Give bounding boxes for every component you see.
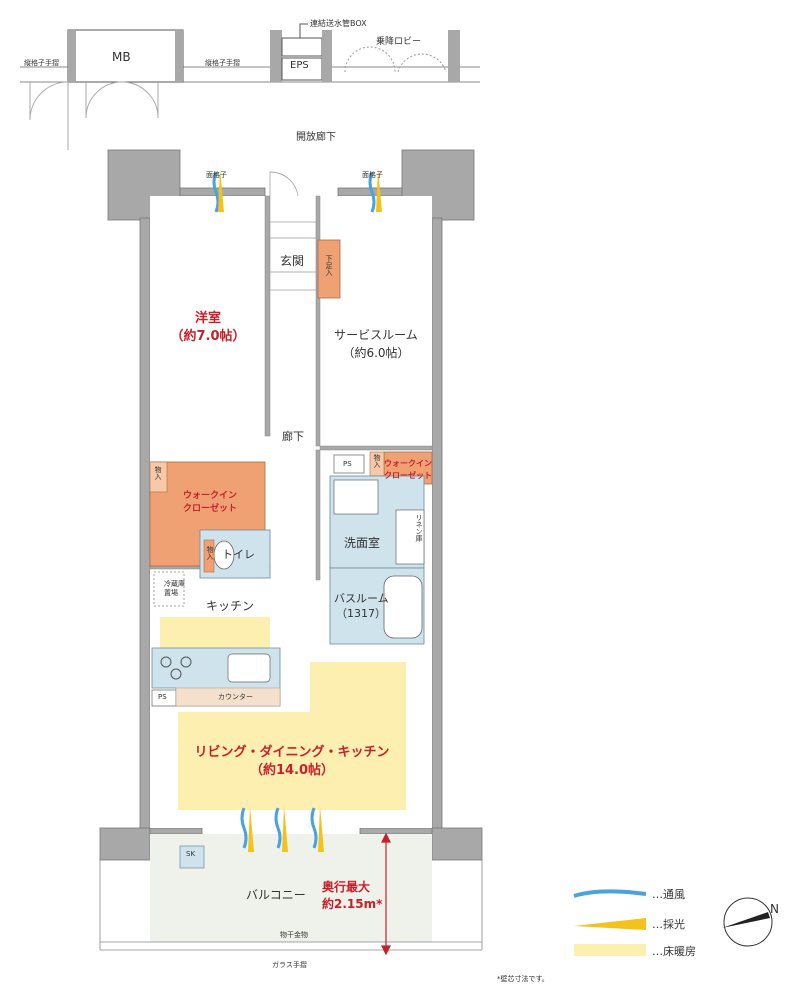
floor-heating-zones [160, 617, 406, 810]
sk-sink [179, 845, 205, 869]
corridor-label: 廊下 [282, 430, 304, 443]
western-room-size: （約7.0帖） [170, 329, 246, 344]
balcony-label: バルコニー [246, 888, 306, 902]
service-room-name: サービスルーム [334, 328, 418, 342]
shoe-cabinet [317, 239, 341, 299]
shoe-cabinet-label: 下足入 [325, 255, 333, 276]
depth-value: 約2.15m* [322, 897, 383, 911]
toilet-label: トイレ [222, 548, 255, 561]
storage-left-label: 物入 [154, 466, 162, 480]
bathtub [383, 575, 423, 639]
toilet-storage-label: 物入 [206, 546, 214, 560]
western-room-name: 洋室 [194, 311, 221, 326]
ventilation-arrows [212, 168, 382, 852]
lattice-right-label: 面格子 [362, 171, 383, 179]
ps1-label: PS [343, 460, 352, 468]
counter-label: カウンター [218, 693, 253, 701]
lattice-left-label: 面格子 [206, 171, 227, 179]
storage-wash-top-label: 物入 [373, 454, 381, 468]
stove-icon [160, 656, 192, 680]
legend-floor-heating: …床暖房 [652, 945, 696, 958]
mb-label: MB [112, 50, 131, 64]
legend-wind: …通風 [652, 888, 685, 901]
counter-top [175, 687, 281, 707]
kitchen-label: キッチン [206, 599, 255, 613]
ldk-name: リビング・ダイニング・キッチン [194, 745, 390, 760]
railing-left-label: 縦格子手摺 [24, 59, 59, 67]
linen-storage [395, 509, 425, 565]
wic2-line1: ウォークイン [384, 459, 432, 468]
lobby-label: 乗降ロビー [376, 37, 422, 47]
entrance-label: 玄関 [280, 254, 305, 268]
sink [227, 653, 271, 683]
bathroom-name: バスルーム [334, 592, 389, 605]
washroom-label: 洗面室 [344, 536, 381, 550]
depth-arrow [381, 832, 391, 956]
entrance-area [269, 171, 317, 291]
eps-label: EPS [290, 60, 309, 71]
washing-machine [333, 479, 379, 515]
bathroom-size: （1317） [336, 607, 386, 620]
pipe-box-label: 連結送水管BOX [310, 19, 367, 28]
fridge-label: 冷蔵庫置場 [164, 580, 185, 597]
service-room-size: （約6.0帖） [342, 346, 410, 360]
ps-box-1 [333, 454, 365, 474]
wic2-line2: クローゼット [384, 471, 432, 480]
common-area [20, 23, 480, 150]
glass-railing-label: ガラス手摺 [272, 961, 307, 969]
balcony-railing [99, 860, 483, 951]
ps2-label: PS [158, 693, 167, 701]
sk-label: SK [186, 850, 196, 858]
wic1-line2: クローゼット [182, 504, 237, 514]
outer-walls [99, 149, 483, 861]
linen-label: リネン庫 [415, 514, 423, 542]
compass-icon [722, 897, 773, 947]
legend-light: …採光 [652, 918, 685, 931]
ldk-size: （約14.0帖） [249, 763, 335, 778]
drying-label: 物干金物 [280, 931, 308, 939]
footnote: *壁芯寸法です。 [497, 975, 549, 983]
storage-left [149, 461, 168, 493]
depth-title: 奥行最大 [322, 880, 371, 894]
railing-right-label: 縦格子手摺 [205, 59, 240, 67]
wic1-line1: ウォークイン [182, 491, 237, 501]
open-corridor-label: 開放廊下 [296, 132, 336, 143]
toilet-storage [203, 539, 215, 573]
compass-north-label: N [770, 902, 779, 916]
fridge-space [153, 571, 185, 607]
legend-symbols [573, 889, 647, 956]
